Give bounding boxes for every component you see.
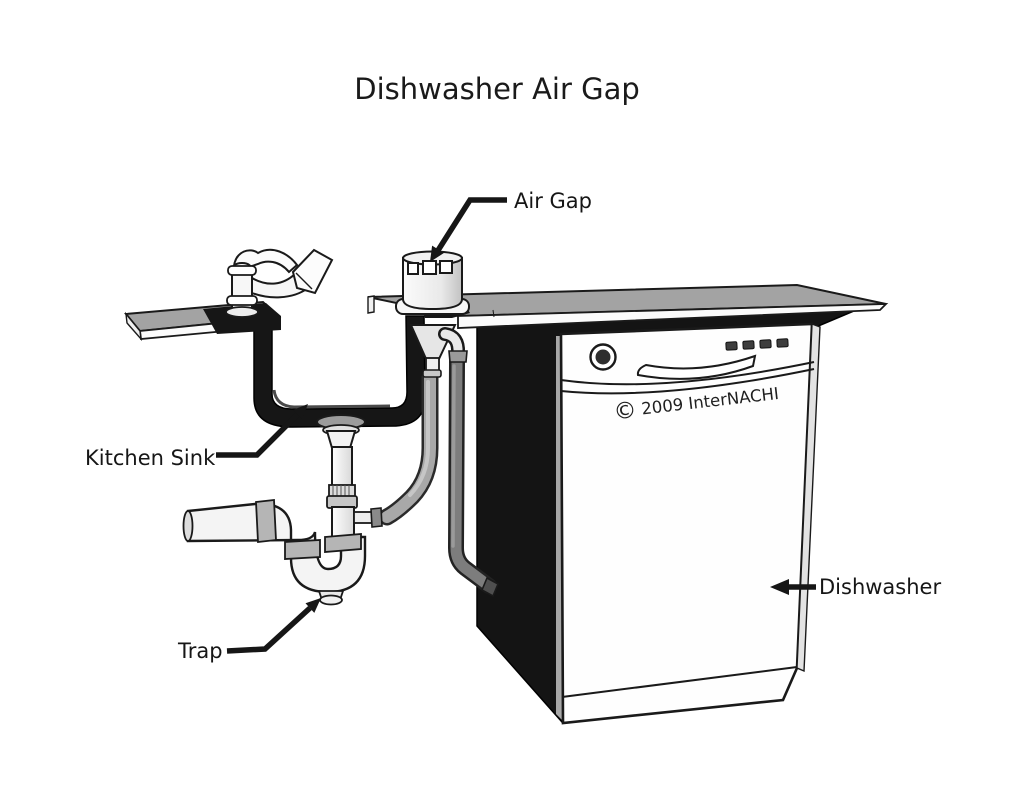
trap-leader bbox=[226, 605, 312, 654]
dishwasher-drain-hose bbox=[447, 354, 497, 594]
panel-line bbox=[560, 361, 815, 386]
air-gap-device bbox=[395, 250, 470, 378]
arm-coupling bbox=[255, 498, 277, 544]
dishwasher-label: Dishwasher bbox=[819, 575, 941, 599]
annotations: Air Gap Kitchen Sink Trap Dishwasher bbox=[85, 189, 941, 663]
trap-branch-hose bbox=[378, 369, 439, 526]
kitchen-sink-label: Kitchen Sink bbox=[85, 446, 216, 470]
air-gap-leader bbox=[434, 197, 507, 254]
dishwasher: © 2009 InterNACHI bbox=[556, 322, 821, 725]
tailpiece-taper bbox=[325, 430, 357, 449]
countertop-right bbox=[367, 283, 889, 329]
door-handle bbox=[636, 354, 757, 380]
trap-label: Trap bbox=[177, 639, 223, 663]
dishwasher-arrowhead bbox=[770, 579, 789, 595]
air-gap-arrowhead bbox=[430, 245, 444, 262]
trap-assembly bbox=[182, 414, 377, 606]
hose-end-fitting bbox=[480, 576, 500, 598]
elbow-ring bbox=[448, 350, 468, 363]
faucet-spout-head bbox=[291, 248, 334, 295]
dishwasher-front bbox=[559, 322, 814, 725]
sink-inner-sheen bbox=[272, 389, 391, 409]
control-dial bbox=[589, 343, 617, 371]
panel-line bbox=[560, 368, 815, 395]
page-title: Dishwasher Air Gap bbox=[354, 72, 640, 106]
faucet-deck bbox=[203, 303, 281, 334]
panel-buttons bbox=[725, 338, 789, 351]
inlet-coupling bbox=[324, 533, 362, 553]
kitchen-sink-arrowhead bbox=[292, 404, 308, 420]
trap-arrowhead bbox=[305, 598, 321, 613]
branch-hose-clamp bbox=[370, 507, 383, 528]
faucet bbox=[225, 248, 334, 318]
tailpiece bbox=[331, 446, 353, 487]
outlet-coupling bbox=[284, 539, 321, 560]
counter-seam bbox=[492, 309, 495, 318]
air-gap-label: Air Gap bbox=[514, 189, 592, 213]
faucet-base bbox=[225, 306, 259, 318]
trap-cleanout bbox=[317, 590, 345, 606]
copyright-symbol: © bbox=[612, 397, 638, 425]
kickplate-line bbox=[561, 666, 798, 698]
kitchen-sink-leader bbox=[216, 412, 300, 458]
drain-arm-end bbox=[182, 510, 194, 542]
air-gap-vents bbox=[407, 260, 453, 275]
